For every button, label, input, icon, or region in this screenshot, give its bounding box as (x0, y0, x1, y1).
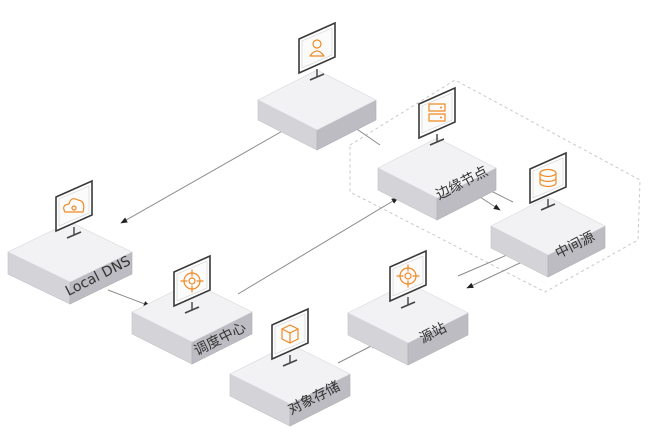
monitor (55, 179, 93, 239)
node-dispatch-top-face (131, 281, 253, 343)
arrow-edge-to-mid (479, 196, 501, 211)
node-ldns-top-face (7, 221, 133, 283)
monitor (173, 254, 211, 314)
arrow-mid-to-origin (466, 261, 523, 289)
node-storage-top-face (229, 343, 351, 405)
cloud-icon (63, 198, 85, 213)
database-icon (539, 168, 557, 188)
nodes: 边缘节点中间源 Local DNS调度中心源站对象存储 (7, 21, 606, 427)
connectors (107, 122, 523, 364)
target-icon (180, 269, 204, 293)
node-storage: 对象存储 (229, 307, 351, 427)
node-origin: 源站 (347, 249, 469, 366)
user-icon (309, 39, 325, 57)
arrow-user-to-ldns (120, 128, 287, 224)
monitor (271, 307, 309, 367)
server-icon (428, 103, 446, 122)
node-origin-top-face (347, 282, 469, 344)
node-dispatch: 调度中心 (131, 254, 253, 365)
arrow-origin-to-mid (457, 251, 515, 277)
monitor (418, 86, 456, 146)
node-edge-top-face (377, 137, 497, 199)
node-mid-top-face (490, 196, 606, 256)
arrow-ldns-to-dispatch (107, 289, 151, 307)
monitor (529, 151, 567, 211)
line-dispatch-to-edge (237, 197, 399, 295)
node-ldns: Local DNS (7, 179, 133, 305)
box-icon (281, 324, 299, 344)
node-edge: 边缘节点 (377, 86, 497, 221)
node-user (257, 21, 377, 151)
monitor (298, 21, 336, 81)
node-user-top-face (257, 69, 377, 131)
target-icon (396, 264, 420, 288)
monitor (389, 249, 427, 309)
node-mid: 中间源 (490, 151, 606, 278)
